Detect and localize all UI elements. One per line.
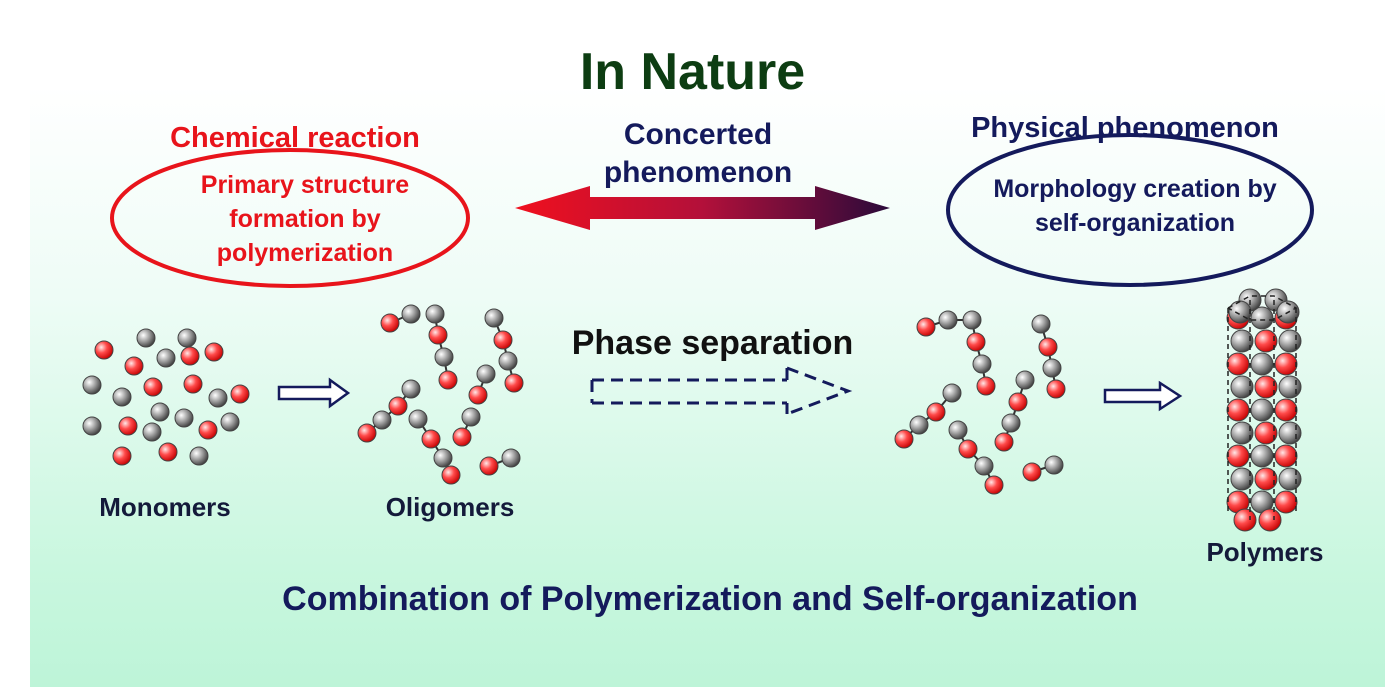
polymers-label: Polymers bbox=[1206, 537, 1324, 567]
oligomers-cluster bbox=[357, 304, 524, 485]
physical-phenomenon-label: Physical phenomenon bbox=[971, 112, 1279, 144]
polymer-bead bbox=[1274, 490, 1298, 514]
polymer-bead bbox=[1230, 421, 1254, 445]
arrow-to-polymers bbox=[1103, 380, 1183, 412]
chemical-reaction-label: Chemical reaction bbox=[170, 122, 420, 154]
polymer-bead bbox=[1254, 421, 1278, 445]
polymer-bead bbox=[1230, 467, 1254, 491]
double-arrow bbox=[515, 186, 890, 230]
polymer-bead bbox=[1250, 306, 1274, 330]
phase-separation-label: Phase separation bbox=[571, 324, 854, 362]
polymer-bead bbox=[1250, 398, 1274, 422]
polymer-bead bbox=[1230, 329, 1254, 353]
polymer-bead bbox=[1254, 467, 1278, 491]
polymer-bead bbox=[1226, 352, 1250, 376]
polymer-bead bbox=[1233, 508, 1257, 532]
polymer-bead bbox=[1226, 444, 1250, 468]
polymer-bead bbox=[1278, 467, 1302, 491]
polymer-bead bbox=[1228, 300, 1252, 324]
polymer-bead bbox=[1278, 329, 1302, 353]
polymer-column-outline bbox=[1227, 295, 1298, 520]
chemical-description: Primary structure formation by polymeriz… bbox=[200, 171, 410, 267]
polymer-bead bbox=[1230, 375, 1254, 399]
polymer-bead bbox=[1258, 508, 1282, 532]
polymer-bead bbox=[1250, 444, 1274, 468]
polymer-column bbox=[1226, 288, 1302, 532]
concerted-phenomenon-label: Concerted phenomenon bbox=[603, 118, 793, 189]
separated-oligomers-cluster bbox=[894, 310, 1066, 495]
bottom-caption: Combination of Polymerization and Self-o… bbox=[282, 580, 1138, 618]
polymer-bead bbox=[1250, 352, 1274, 376]
polymer-bead bbox=[1254, 375, 1278, 399]
polymer-bead bbox=[1278, 375, 1302, 399]
chemical-ellipse bbox=[110, 148, 470, 288]
polymer-bead bbox=[1274, 444, 1298, 468]
polymer-bead bbox=[1226, 398, 1250, 422]
oligomers-label: Oligomers bbox=[385, 492, 515, 522]
page-title: In Nature bbox=[579, 43, 806, 101]
monomers-label: Monomers bbox=[99, 492, 231, 522]
arrow-monomers-to-oligomers bbox=[277, 377, 351, 409]
polymer-bead bbox=[1254, 329, 1278, 353]
physical-ellipse bbox=[946, 133, 1314, 287]
monomers-cluster bbox=[82, 328, 250, 466]
physical-description: Morphology creation by self-organization bbox=[993, 175, 1277, 237]
polymer-bead bbox=[1274, 398, 1298, 422]
polymer-bead bbox=[1278, 421, 1302, 445]
phase-separation-arrow bbox=[590, 366, 853, 416]
polymer-bead bbox=[1274, 352, 1298, 376]
